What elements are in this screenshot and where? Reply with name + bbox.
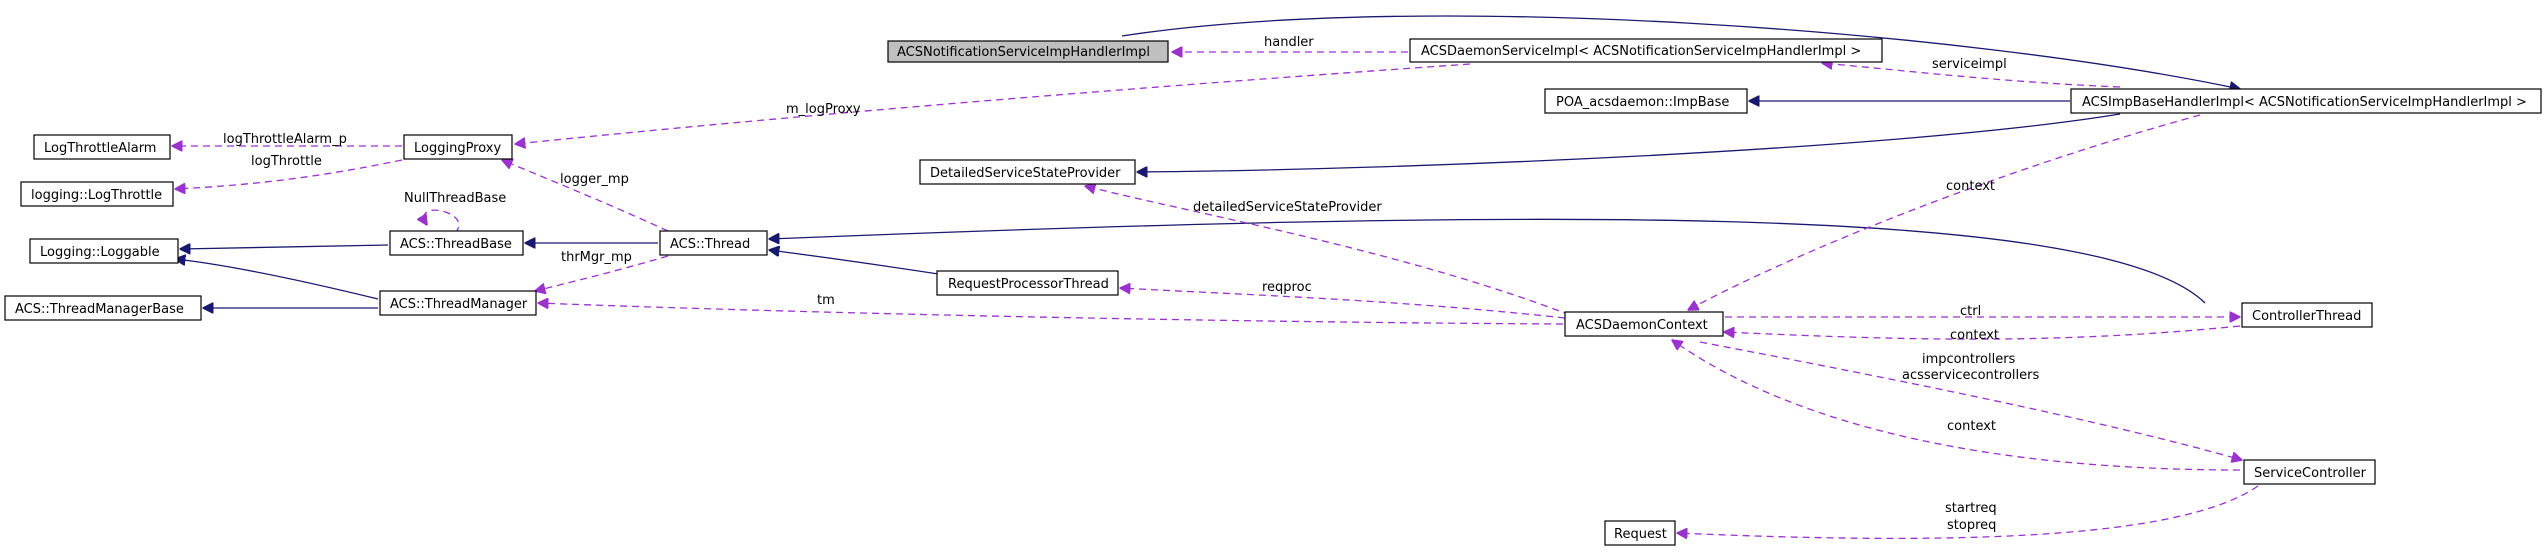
node-acs-threadmanagerbase[interactable]: ACS::ThreadManagerBase	[4, 295, 202, 321]
edge-thread-thrmgrmp	[535, 255, 669, 291]
node-label: ControllerThread	[2252, 309, 2361, 324]
edge-label-ctrl: ctrl	[1960, 304, 1981, 319]
node-acsdaemonserviceimpl[interactable]: ACSDaemonServiceImpl< ACSNotificationSer…	[1409, 38, 1883, 63]
node-label: ACS::ThreadBase	[400, 237, 512, 252]
node-label: DetailedServiceStateProvider	[930, 166, 1121, 181]
node-logthrottlealarm[interactable]: LogThrottleAlarm	[33, 134, 171, 160]
edge-daemoncontext-tm	[538, 303, 1564, 325]
node-acsimpbasehandlerimpl[interactable]: ACSImpBaseHandlerImpl< ACSNotificationSe…	[2070, 88, 2542, 114]
edge-label-detailed-ssp: detailedServiceStateProvider	[1193, 200, 1382, 215]
node-label: ACSDaemonServiceImpl< ACSNotificationSer…	[1421, 44, 1861, 59]
node-acsdaemoncontext[interactable]: ACSDaemonContext	[1564, 311, 1724, 337]
edge-label-tm: tm	[817, 293, 835, 308]
node-controllerthread[interactable]: ControllerThread	[2241, 302, 2373, 328]
edges	[172, 15, 2259, 540]
edge-label-logger-mp: logger_mp	[560, 172, 629, 187]
node-acs-threadmanager[interactable]: ACS::ThreadManager	[379, 290, 537, 316]
edge-label-reqproc: reqproc	[1262, 280, 1312, 295]
node-acs-thread[interactable]: ACS::Thread	[659, 230, 768, 256]
node-poa-acsdaemon-impbase[interactable]: POA_acsdaemon::ImpBase	[1544, 88, 1748, 114]
edge-thread-loggermp	[502, 160, 669, 232]
node-detailedservicestateprovider[interactable]: DetailedServiceStateProvider	[919, 159, 1136, 185]
nodes: ACSNotificationServiceImpHandlerImpl ACS…	[4, 38, 2542, 546]
edge-label-context-top: context	[1946, 179, 1995, 194]
node-label: ServiceController	[2254, 466, 2367, 481]
edge-daemoncontext-reqproc	[1120, 288, 1566, 319]
edge-label-impcontrollers: impcontrollers	[1922, 352, 2016, 367]
edge-requestprocessor-inherits-thread	[769, 250, 946, 276]
edge-threadmanager-inherits-loggable	[175, 259, 379, 300]
node-loggingproxy[interactable]: LoggingProxy	[403, 134, 513, 160]
edge-servicecontroller-context	[1672, 340, 2241, 471]
node-label: Logging::Loggable	[40, 245, 160, 260]
node-logging-loggable[interactable]: Logging::Loggable	[29, 238, 179, 264]
edge-label-logthrottle: logThrottle	[251, 154, 322, 169]
node-acsnotificationserviceimphandlerimpl[interactable]: ACSNotificationServiceImpHandlerImpl	[887, 40, 1169, 63]
edge-label-thrmgr-mp: thrMgr_mp	[561, 250, 632, 265]
edge-label-context-sc: context	[1947, 419, 1996, 434]
node-label: LoggingProxy	[414, 141, 501, 156]
node-label: ACSDaemonContext	[1576, 318, 1708, 333]
edge-loggingproxy-logthrottle	[175, 159, 403, 189]
edge-impbasehandler-inherits-detailedssp	[1137, 113, 2121, 172]
edge-daemonservice-logproxy	[515, 63, 1471, 144]
edge-daemoncontext-servicecontrollers	[1699, 341, 2242, 460]
edge-label-logthrottlealarm-p: logThrottleAlarm_p	[223, 132, 347, 147]
edge-controllerthread-inherits-thread	[769, 218, 2206, 304]
edge-daemoncontext-detailedssp	[1085, 186, 1571, 316]
edge-label-nullthreadbase: NullThreadBase	[404, 191, 506, 206]
node-label: Request	[1614, 527, 1667, 542]
node-label: ACS::ThreadManagerBase	[15, 302, 184, 317]
edge-handler-inherits-impbasehandler	[1121, 15, 2240, 89]
edge-label-context-ctrl: context	[1950, 328, 1999, 343]
edge-impbasehandler-serviceimpl	[1822, 63, 2121, 88]
edge-label-m-logproxy: m_logProxy	[786, 102, 861, 117]
node-label: LogThrottleAlarm	[44, 141, 156, 156]
node-logging-logthrottle[interactable]: logging::LogThrottle	[20, 181, 174, 207]
edge-threadbase-nullthreadbase	[424, 209, 460, 234]
node-label: ACSNotificationServiceImpHandlerImpl	[897, 45, 1150, 60]
node-request[interactable]: Request	[1604, 520, 1676, 546]
node-servicecontroller[interactable]: ServiceController	[2243, 459, 2376, 485]
node-requestprocessorthread[interactable]: RequestProcessorThread	[936, 270, 1119, 296]
edge-threadbase-inherits-loggable	[180, 245, 389, 249]
edge-label-handler: handler	[1264, 35, 1314, 50]
node-label: RequestProcessorThread	[948, 277, 1109, 292]
edge-label-startreq: startreq	[1945, 501, 1997, 516]
node-label: ACS::ThreadManager	[390, 297, 528, 312]
node-label: logging::LogThrottle	[31, 188, 162, 203]
edge-impbasehandler-context	[1688, 114, 2201, 310]
edge-controllerthread-context	[1724, 325, 2241, 340]
node-acs-threadbase[interactable]: ACS::ThreadBase	[389, 230, 524, 256]
edge-label-stopreq: stopreq	[1947, 518, 1996, 533]
edge-label-serviceimpl: serviceimpl	[1932, 57, 2007, 72]
node-label: ACSImpBaseHandlerImpl< ACSNotificationSe…	[2082, 95, 2527, 110]
node-label: POA_acsdaemon::ImpBase	[1556, 95, 1729, 110]
edge-label-acsservicecontrollers: acsservicecontrollers	[1902, 368, 2039, 383]
node-label: ACS::Thread	[670, 237, 750, 252]
edge-labels: handler serviceimpl m_logProxy logThrott…	[223, 35, 2039, 533]
